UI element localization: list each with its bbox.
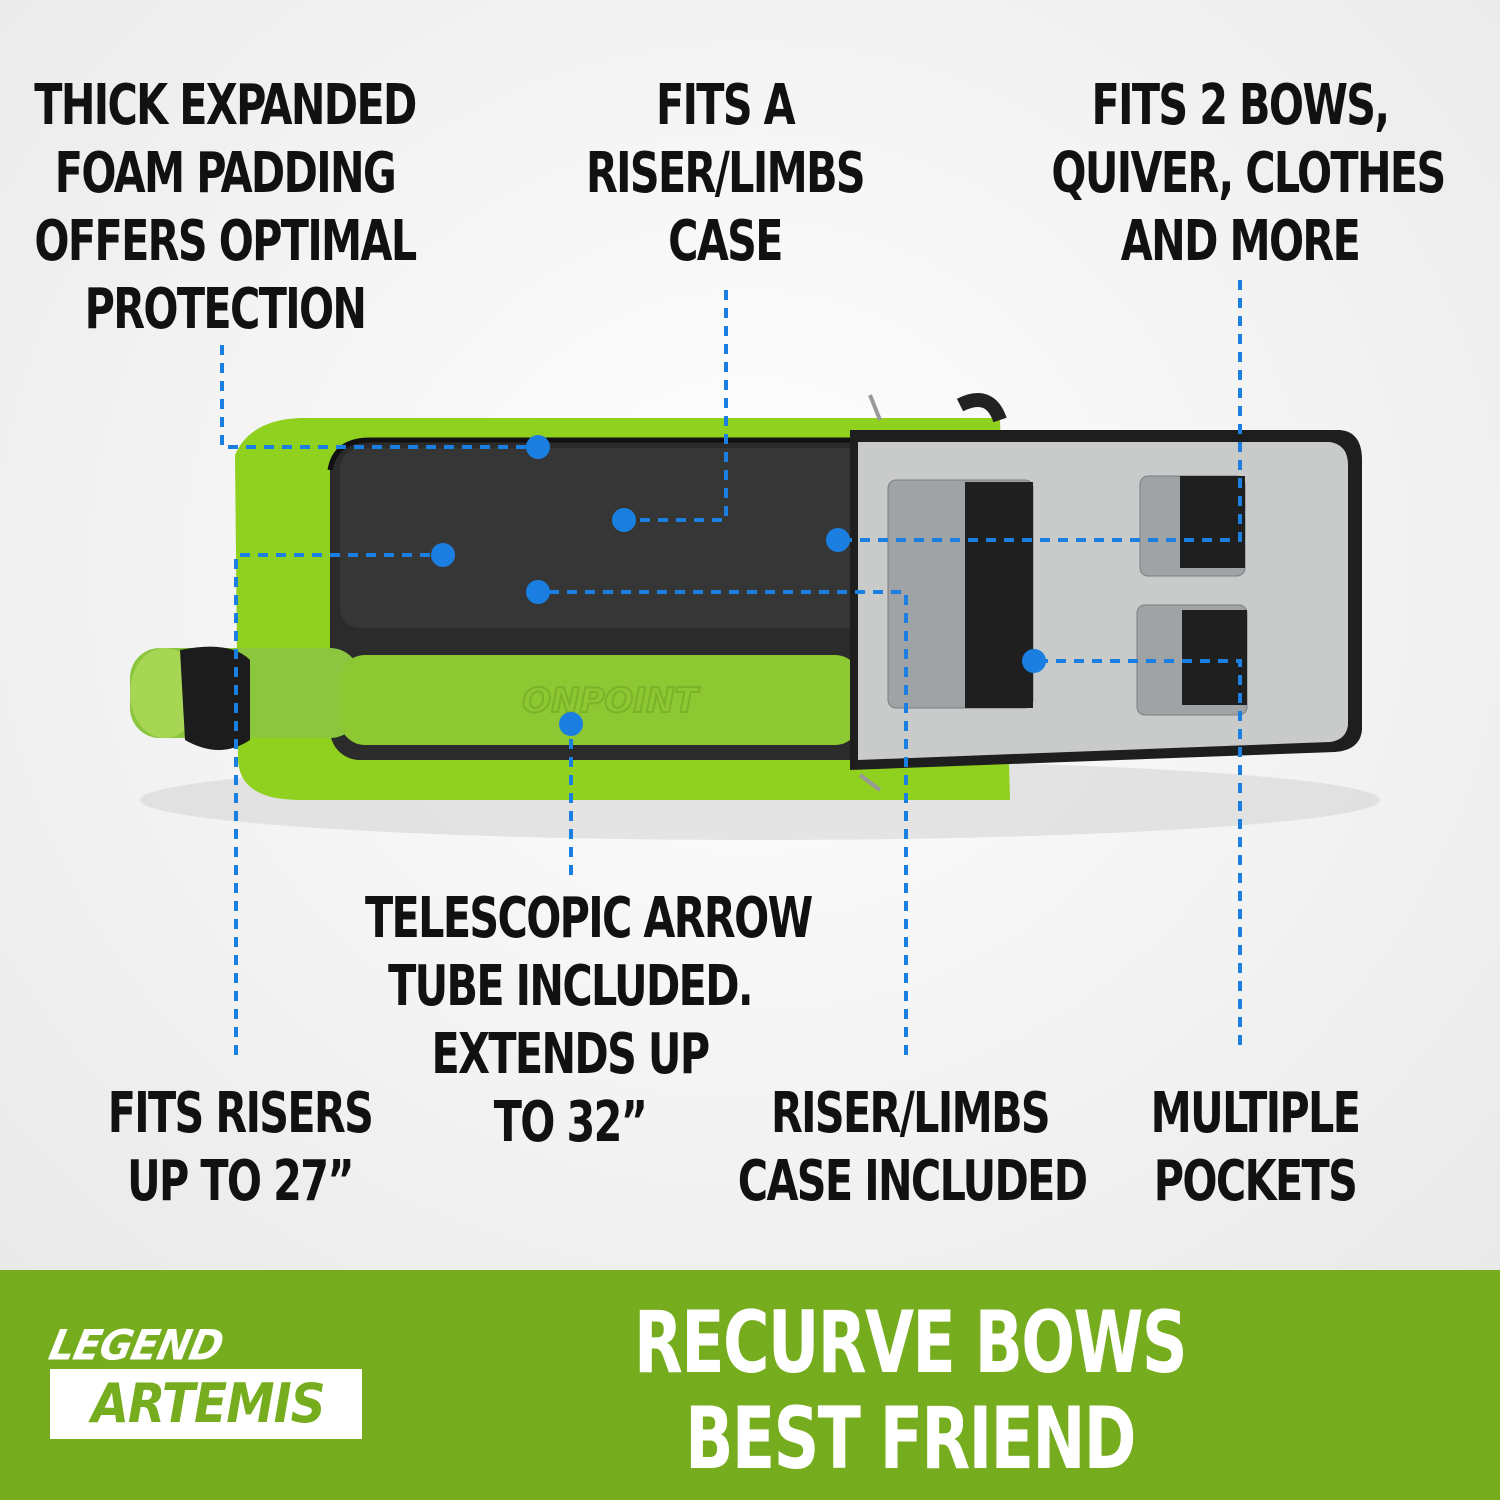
callout-pockets-line: POCKETS: [1153, 1149, 1358, 1214]
mesh-pocket-top-flap: [1180, 476, 1245, 568]
callout-case-included-line: RISER/LIMBS: [770, 1081, 1051, 1146]
callout-foam-line: PROTECTION: [84, 277, 367, 342]
callout-lines: [220, 280, 1242, 1055]
callout-risers-line: FITS RISERS: [107, 1081, 374, 1146]
callout-arrow-tube-line: TO 32”: [493, 1090, 648, 1155]
callout-foam: THICK EXPANDED FOAM PADDING OFFERS OPTIM…: [32, 72, 417, 344]
callout-dot-arrow-tube: [559, 712, 583, 736]
banner-tagline: RECURVE BOWS BEST FRIEND: [623, 1295, 1197, 1487]
callout-line-pockets: [1034, 659, 1242, 1045]
mesh-pocket-large-flap: [965, 482, 1033, 708]
callout-dot-fits-bows: [826, 528, 850, 552]
arrow-tube-body: [340, 655, 860, 745]
callout-case-included: RISER/LIMBS CASE INCLUDED: [737, 1080, 1088, 1216]
zipper-pull-top: [868, 394, 882, 421]
callout-line-risers: [234, 553, 443, 1055]
bag-illustration: ONPOINT: [130, 280, 1380, 1055]
callout-dot-case-included: [526, 580, 550, 604]
callout-pockets-line: MULTIPLE: [1150, 1081, 1361, 1146]
callout-fits-bows: FITS 2 BOWS, QUIVER, CLOTHES AND MORE: [1051, 72, 1446, 276]
callout-fits-bows-line: AND MORE: [1120, 209, 1361, 274]
callout-dot-foam: [526, 435, 550, 459]
callout-dot-risers: [431, 543, 455, 567]
bag-handle: [956, 393, 1007, 423]
callout-fits-case-line: RISER/LIMBS: [585, 141, 866, 206]
callout-fits-case-line: FITS A: [655, 73, 796, 138]
callout-foam-line: OFFERS OPTIMAL: [34, 209, 417, 274]
callout-risers: FITS RISERS UP TO 27”: [92, 1080, 387, 1216]
callout-fits-bows-line: FITS 2 BOWS,: [1091, 73, 1391, 138]
tagline-line: BEST FRIEND: [685, 1389, 1136, 1489]
callout-arrow-tube: TELESCOPIC ARROW TUBE INCLUDED. EXTENDS …: [365, 885, 813, 1157]
callout-arrow-tube-line: TELESCOPIC ARROW: [365, 886, 813, 951]
callout-foam-line: FOAM PADDING: [54, 141, 397, 206]
callout-dot-fits-case: [612, 508, 636, 532]
callout-fits-case: FITS A RISER/LIMBS CASE: [557, 72, 893, 276]
mesh-pocket-bottom-flap: [1182, 610, 1247, 705]
tube-print: ONPOINT: [522, 681, 700, 721]
logo-wordmark: LEGEND: [44, 1321, 228, 1370]
interior-foam-panel: [340, 448, 880, 628]
callout-line-case-included: [538, 590, 908, 1055]
callout-dots: [431, 435, 1046, 736]
brand-logo: LEGEND ARTEMIS: [45, 1321, 362, 1440]
callout-fits-bows-line: QUIVER, CLOTHES: [1051, 141, 1446, 206]
callout-arrow-tube-line: TUBE INCLUDED.: [388, 954, 754, 1019]
callout-foam-line: THICK EXPANDED: [34, 73, 417, 138]
callout-dot-pockets: [1022, 649, 1046, 673]
callout-arrow-tube-line: EXTENDS UP: [431, 1022, 711, 1087]
callout-case-included-line: CASE INCLUDED: [737, 1149, 1088, 1214]
callout-pockets: MULTIPLE POCKETS: [1136, 1080, 1374, 1216]
tagline-line: RECURVE BOWS: [634, 1293, 1188, 1393]
callout-line-fits-bows: [838, 280, 1242, 542]
logo-product-name: ARTEMIS: [91, 1372, 325, 1435]
zipper-pull-bottom: [858, 773, 882, 792]
callout-risers-line: UP TO 27”: [127, 1149, 354, 1214]
callout-fits-case-line: CASE: [668, 209, 783, 274]
logo-box: [50, 1369, 362, 1439]
callout-line-fits-case: [624, 290, 728, 522]
tube-drawstring-bag: [180, 646, 250, 750]
callout-line-foam: [220, 345, 538, 449]
